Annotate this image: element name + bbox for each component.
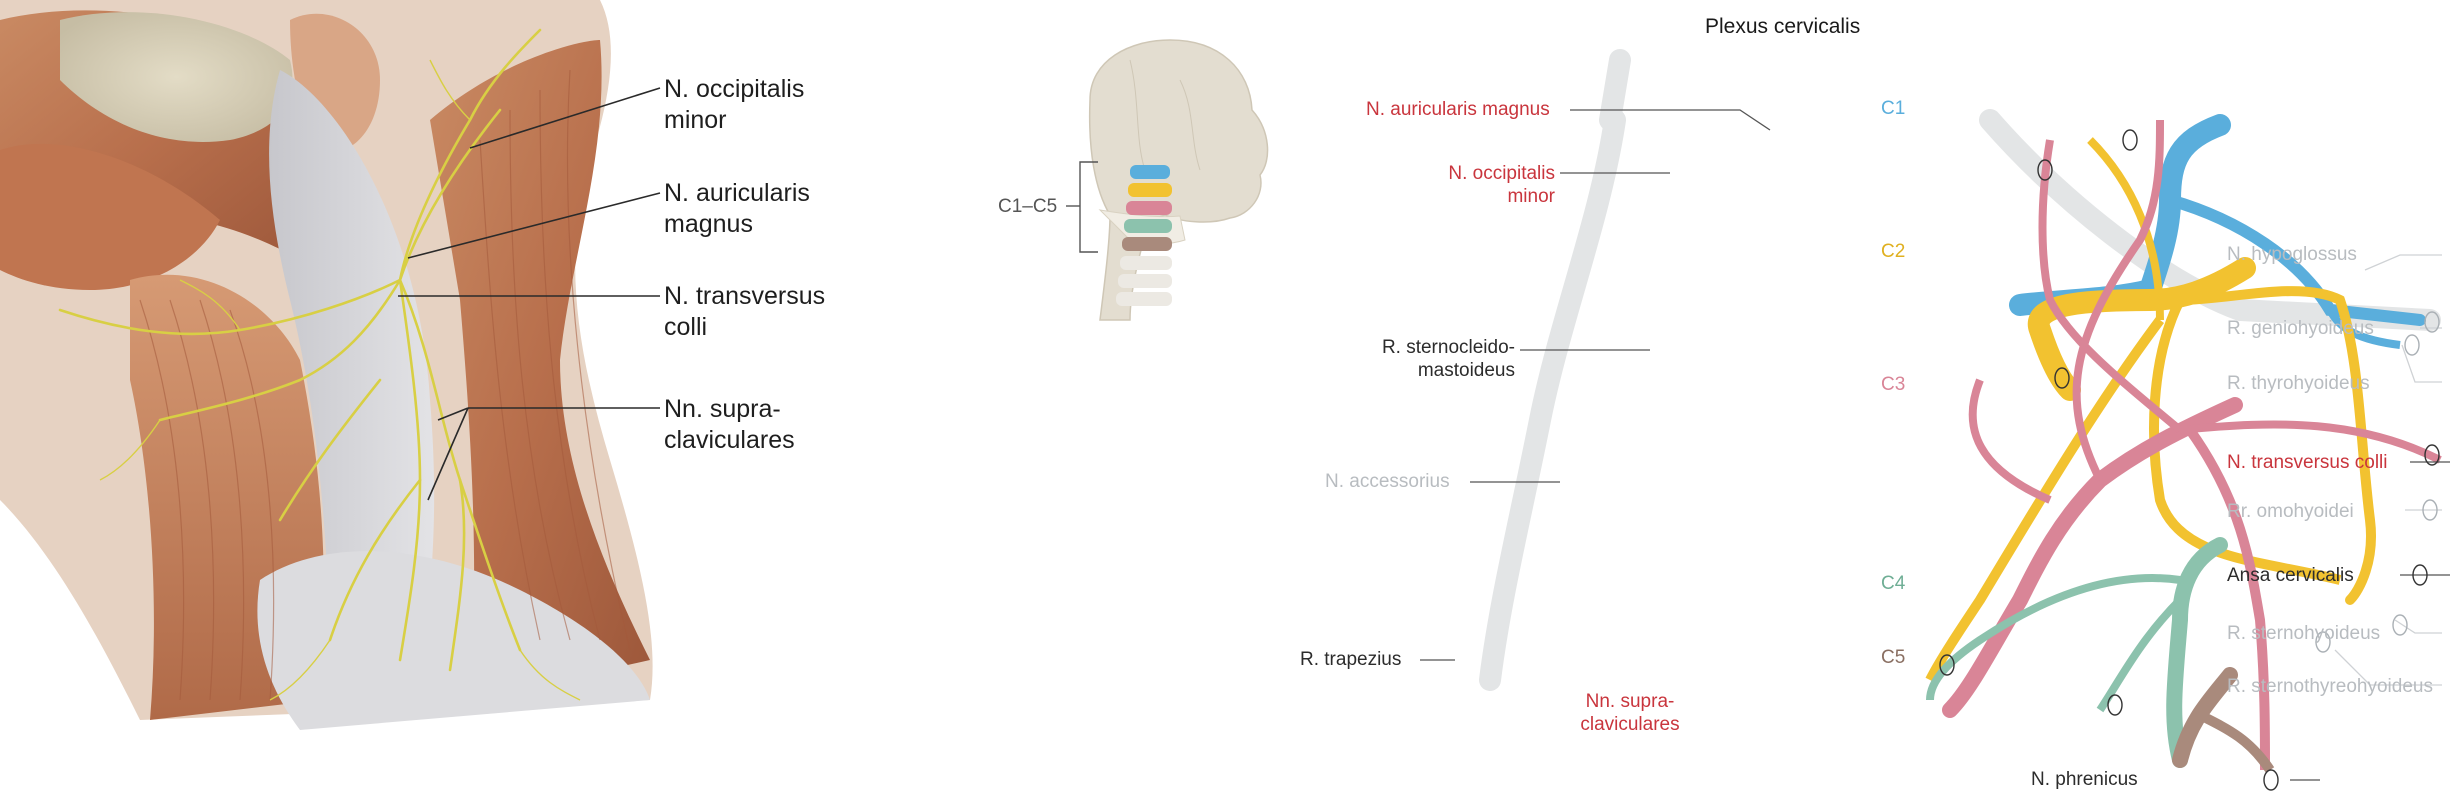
segment-c3-label: C3 bbox=[1881, 374, 1906, 395]
plexus-diagram-panel: Plexus cervicalis C1–C5 C1 C2 C3 C4 C5 N… bbox=[980, 0, 2460, 794]
label-n-auricularis-magnus: N. auricularis magnus bbox=[1366, 99, 1550, 120]
label-n-transversus-colli: N. transversus colli bbox=[2227, 452, 2388, 473]
label-nn-supraclaviculares: Nn. supra- claviculares bbox=[1570, 690, 1690, 736]
label-supraclaviculares-line2: claviculares bbox=[664, 425, 795, 454]
neck-illustration-panel: N. occipitalis minor N. auricularis magn… bbox=[0, 0, 900, 794]
label-r-thyrohyoideus: R. thyrohyoideus bbox=[2227, 373, 2370, 394]
label-r-trapezius: R. trapezius bbox=[1300, 649, 1402, 670]
label-r-sternohyoideus: R. sternohyoideus bbox=[2227, 623, 2381, 644]
label-nn-supraclaviculares-line2: claviculares bbox=[1580, 714, 1680, 736]
skull-icon bbox=[1066, 39, 1269, 321]
label-r-geniohyoideus: R. geniohyoideus bbox=[2227, 318, 2374, 339]
segment-c1-label: C1 bbox=[1881, 98, 1906, 119]
label-n-phrenicus: N. phrenicus bbox=[2031, 769, 2138, 790]
label-rr-omohyoidei: Rr. omohyoidei bbox=[2227, 501, 2354, 522]
label-n-hypoglossus: N. hypoglossus bbox=[2227, 244, 2357, 265]
label-auricularis-magnus: N. auricularis magnus bbox=[664, 178, 810, 239]
label-transversus-colli: N. transversus colli bbox=[664, 281, 825, 342]
label-nn-supraclaviculares-line1: Nn. supra- bbox=[1585, 691, 1675, 712]
label-r-sternothyreohyoideus: R. sternothyreohyoideus bbox=[2227, 676, 2433, 697]
neck-anatomy-illustration bbox=[0, 0, 661, 730]
label-ansa-cervicalis: Ansa cervicalis bbox=[2227, 565, 2354, 586]
segment-c5-label: C5 bbox=[1881, 647, 1906, 668]
label-supraclaviculares: Nn. supra- claviculares bbox=[664, 394, 795, 455]
segment-c2-label: C2 bbox=[1881, 241, 1906, 262]
label-n-occipitalis-minor: N. occipitalis minor bbox=[1425, 162, 1555, 208]
label-r-sternocleidomastoideus-line2: mastoideus bbox=[1417, 360, 1515, 382]
label-occipitalis-minor-line1: N. occipitalis bbox=[664, 75, 805, 103]
label-transversus-colli-line1: N. transversus bbox=[664, 282, 826, 310]
label-n-accessorius: N. accessorius bbox=[1325, 471, 1450, 492]
label-r-sternocleidomastoideus-line1: R. sternocleido- bbox=[1381, 337, 1515, 358]
label-occipitalis-minor: N. occipitalis minor bbox=[664, 74, 804, 135]
label-r-sternocleidomastoideus: R. sternocleido- mastoideus bbox=[1345, 336, 1515, 382]
label-occipitalis-minor-line2: minor bbox=[664, 105, 727, 134]
label-transversus-colli-line2: colli bbox=[664, 312, 708, 341]
label-n-occipitalis-minor-line1: N. occipitalis bbox=[1448, 163, 1555, 184]
label-supraclaviculares-line1: Nn. supra- bbox=[664, 395, 781, 423]
label-auricularis-magnus-line2: magnus bbox=[664, 209, 753, 238]
diagram-title: Plexus cervicalis bbox=[1705, 15, 1861, 38]
plexus-schematic bbox=[1066, 39, 2450, 791]
skull-c1-c5-label: C1–C5 bbox=[998, 196, 1058, 217]
segment-c4-label: C4 bbox=[1881, 573, 1906, 594]
label-n-occipitalis-minor-line2: minor bbox=[1507, 186, 1555, 208]
label-auricularis-magnus-line1: N. auricularis bbox=[664, 179, 810, 207]
